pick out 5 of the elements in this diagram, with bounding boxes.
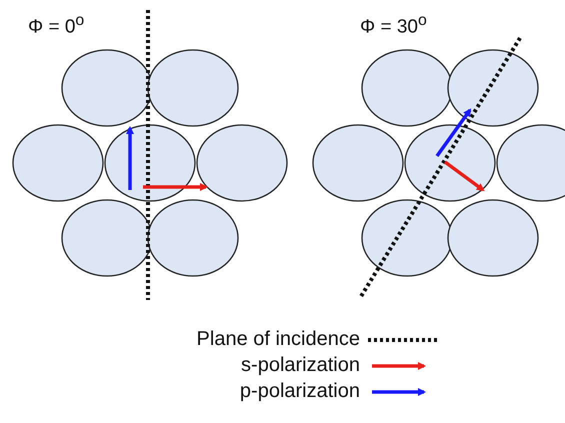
- legend-label: p-polarization: [240, 380, 360, 403]
- legend-label: Plane of incidence: [196, 328, 360, 351]
- angle-label: Φ = 0$^{o}$: [28, 12, 84, 38]
- angle-label: Φ = 30$^{o}$: [360, 12, 427, 38]
- legend-label: s-polarization: [241, 354, 360, 377]
